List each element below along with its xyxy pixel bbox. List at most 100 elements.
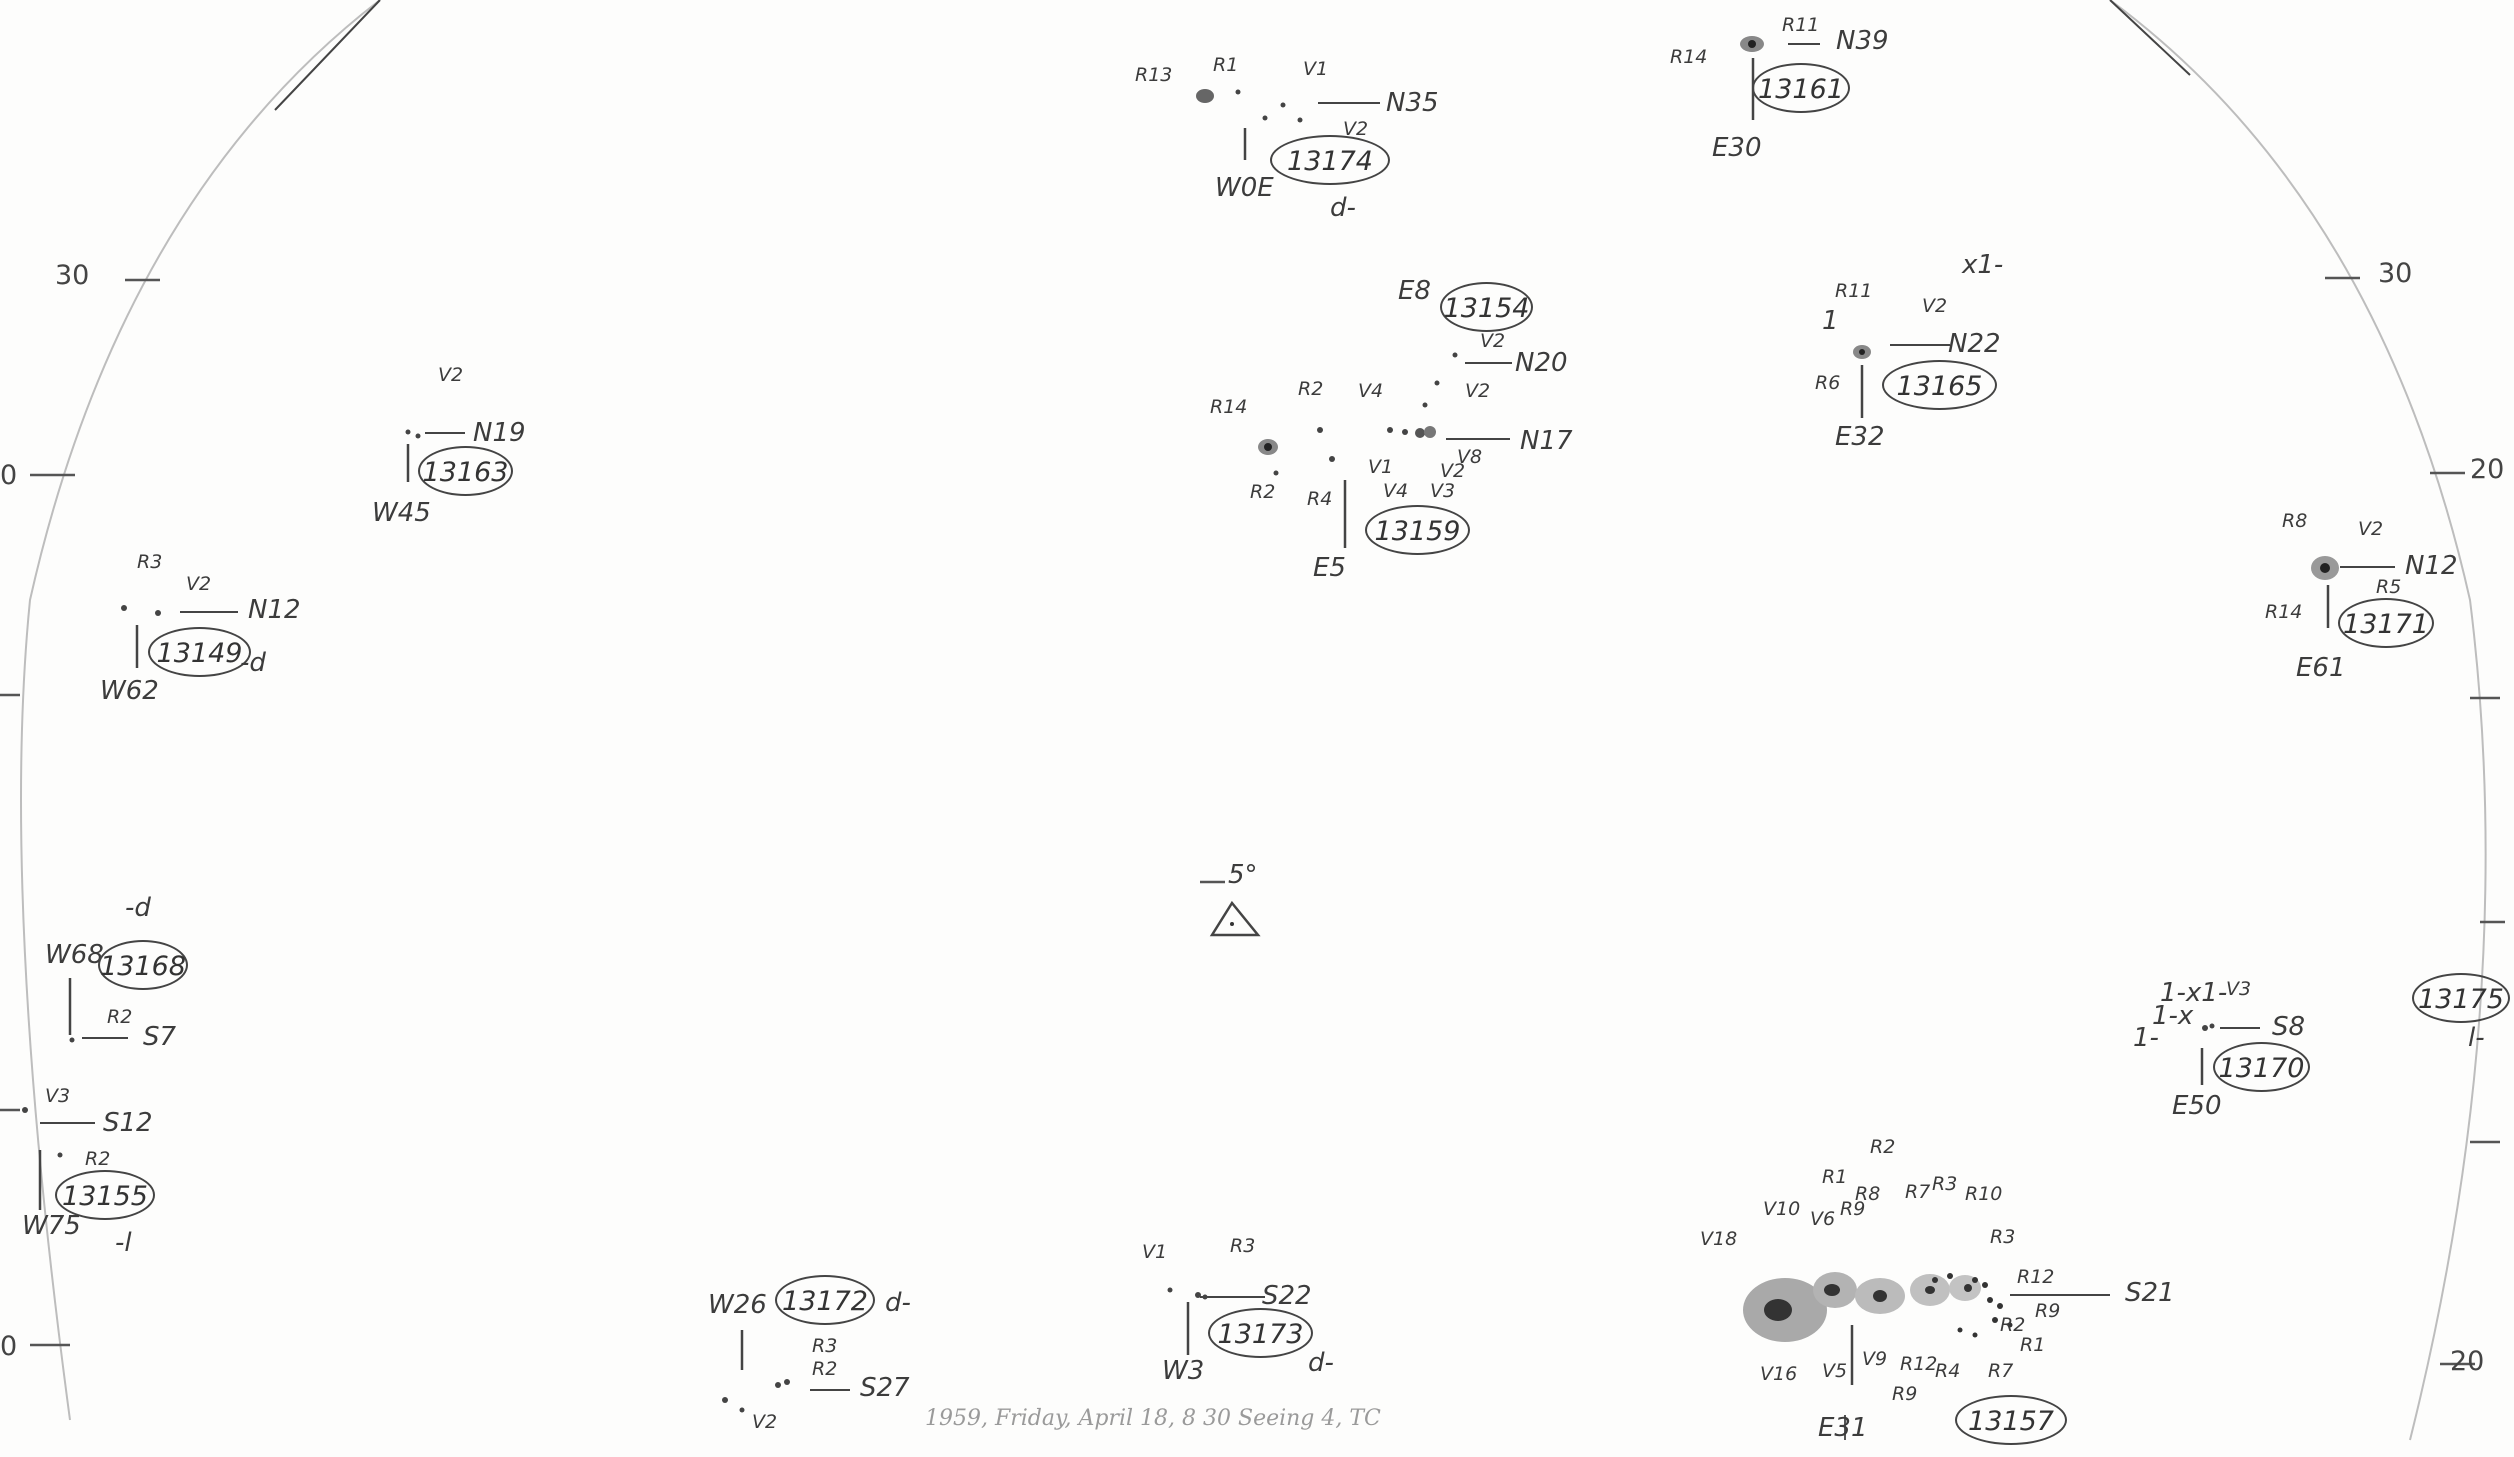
spot-label: V2 [752, 1411, 778, 1433]
group-number-badge: 13165 [1882, 360, 1997, 410]
spot-label: V4 [1358, 380, 1384, 402]
position-label: E32 [1835, 422, 1885, 452]
spot-label: R2 [812, 1358, 838, 1380]
spot-label: V1 [1142, 1241, 1168, 1263]
group-number-badge: 13149 [148, 627, 251, 677]
group-number-badge: 13163 [418, 446, 513, 496]
position-label: W75 [22, 1211, 81, 1241]
group-number-badge: 13174 [1270, 135, 1390, 185]
position-label: E5 [1313, 553, 1346, 583]
scale-right-mid: 20 [2470, 454, 2505, 485]
spot-label: R6 [1815, 372, 1841, 394]
latitude-label: N35 [1386, 88, 1439, 118]
position-label: E31 [1818, 1413, 1868, 1443]
group-number-badge: 13154 [1440, 282, 1533, 332]
spot-label: V8 [1457, 446, 1483, 468]
spot-label: V4 [1383, 480, 1409, 502]
position-label: W0E [1215, 173, 1274, 203]
spot-label: R8 [2282, 510, 2308, 532]
spot-label: R14 [2265, 601, 2303, 623]
spot-label: R3 [1230, 1235, 1256, 1257]
spot-label: R1 [1213, 54, 1239, 76]
group-number-badge: 13170 [2213, 1042, 2310, 1092]
latitude-label: S7 [143, 1022, 177, 1052]
spot-label: R8 [1855, 1183, 1881, 1205]
note-label: -l [115, 1228, 132, 1258]
group-number-badge: 13159 [1365, 505, 1470, 555]
group-number-badge: 13175 [2412, 973, 2510, 1023]
spot-label: V10 [1763, 1198, 1801, 1220]
spot-label: R9 [2035, 1300, 2061, 1322]
position-label: W3 [1162, 1356, 1205, 1386]
spot-label: V2 [186, 573, 212, 595]
spot-label: V1 [1303, 58, 1329, 80]
spot-label: R2 [1250, 481, 1276, 503]
group-number-badge: 13172 [775, 1275, 875, 1325]
spot-label: R2 [1870, 1136, 1896, 1158]
spot-label: R2 [2000, 1314, 2026, 1336]
position-label: W68 [45, 940, 104, 970]
spot-label: V18 [1700, 1228, 1738, 1250]
spot-label: R12 [1900, 1353, 1938, 1375]
group-number-badge: 13155 [55, 1170, 155, 1220]
latitude-label: N12 [248, 595, 301, 625]
spot-label: V3 [1430, 480, 1456, 502]
spot-label: R4 [1307, 488, 1333, 510]
spot-label: V16 [1760, 1363, 1798, 1385]
spot-label: R3 [812, 1335, 838, 1357]
mark-label: 1- [2133, 1023, 2159, 1053]
spot-label: R11 [1782, 14, 1820, 36]
scale-right-bottom: 20 [2450, 1346, 2485, 1377]
spot-label: V3 [45, 1085, 71, 1107]
note-label: -d [240, 648, 266, 678]
latitude-label: S21 [2125, 1278, 2175, 1308]
latitude-label: S27 [860, 1373, 910, 1403]
latitude-label: N19 [473, 418, 526, 448]
center-degree-label: 5° [1228, 860, 1258, 890]
spot-label: R5 [2376, 576, 2402, 598]
note-label: l- [2468, 1023, 2485, 1053]
spot-label: V2 [1465, 380, 1491, 402]
scale-left-bottom: 0 [0, 1331, 18, 1362]
spot-label: R4 [1935, 1360, 1961, 1382]
spot-label: R2 [85, 1148, 111, 1170]
spot-label: V2 [2358, 518, 2384, 540]
spot-label: R7 [1988, 1360, 2014, 1382]
group-number-badge: 13168 [98, 940, 188, 990]
spot-label: V9 [1862, 1348, 1888, 1370]
latitude-label: S12 [103, 1108, 153, 1138]
position-label: E30 [1712, 133, 1762, 163]
group-number-badge: 13157 [1955, 1395, 2067, 1445]
spot-label: R9 [1892, 1383, 1918, 1405]
latitude-label: S8 [2272, 1012, 2306, 1042]
spot-label: V1 [1368, 456, 1394, 478]
note-label: d- [885, 1288, 911, 1318]
group-number-badge: 13171 [2338, 598, 2434, 648]
position-label: E61 [2296, 653, 2346, 683]
scale-right-top: 30 [2378, 258, 2413, 289]
spot-label: R3 [1932, 1173, 1958, 1195]
latitude-label: S22 [1262, 1281, 1312, 1311]
position-label: W26 [708, 1290, 767, 1320]
spot-label: V2 [1480, 330, 1506, 352]
group-number-badge: 13161 [1752, 63, 1850, 113]
position-label: E8 [1398, 276, 1431, 306]
spot-label: R13 [1135, 64, 1173, 86]
spot-label: V2 [1343, 118, 1369, 140]
position-label: W45 [372, 498, 431, 528]
spot-label: R14 [1210, 396, 1248, 418]
latitude-label: N17 [1520, 426, 1573, 456]
spot-label: R3 [1990, 1226, 2016, 1248]
group-number-badge: 13173 [1208, 1308, 1313, 1358]
spot-label: R12 [2017, 1266, 2055, 1288]
note-label: d- [1330, 193, 1356, 223]
spot-label: R2 [107, 1006, 133, 1028]
note-label: d- [1308, 1348, 1334, 1378]
spot-label: R14 [1670, 46, 1708, 68]
spot-label: V2 [1922, 295, 1948, 317]
latitude-label: N12 [2405, 551, 2458, 581]
mark-label: 1-x1- [2160, 978, 2228, 1008]
spot-label: R9 [1840, 1198, 1866, 1220]
latitude-label: N22 [1948, 329, 2001, 359]
